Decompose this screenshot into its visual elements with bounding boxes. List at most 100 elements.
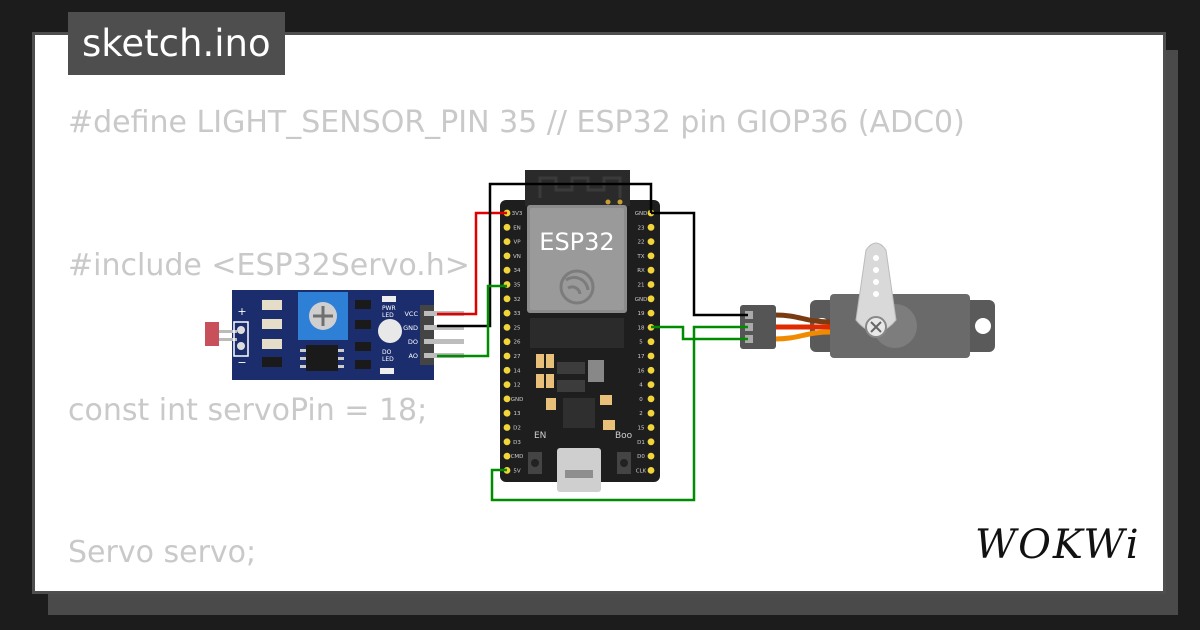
right-pin-5[interactable] — [647, 338, 655, 346]
sensor-plus-label: + — [237, 305, 246, 318]
right-pin-label: 16 — [638, 368, 645, 374]
right-pin-21[interactable] — [647, 281, 655, 288]
code-line-servo-pin: const int servoPin = 18; — [68, 393, 428, 428]
right-pin-label: 4 — [639, 383, 643, 389]
right-pin-label: 15 — [638, 426, 645, 432]
right-pin-d1[interactable] — [647, 438, 655, 446]
left-pin-26[interactable] — [503, 338, 511, 346]
left-pin-label: 34 — [514, 268, 521, 274]
left-pin-label: 3V3 — [512, 211, 523, 217]
left-pin-label: 32 — [514, 297, 521, 303]
left-pin-label: 33 — [514, 311, 521, 317]
left-pin-32[interactable] — [503, 295, 511, 303]
right-pin-label: 18 — [638, 325, 645, 331]
right-pin-0[interactable] — [647, 395, 655, 403]
right-pin-label: 19 — [638, 311, 645, 317]
right-pin-4[interactable] — [647, 381, 655, 388]
do-led — [378, 319, 402, 343]
left-pin-label: VN — [513, 254, 521, 260]
left-pin-gnd[interactable] — [503, 395, 511, 403]
right-pin-tx[interactable] — [647, 252, 655, 260]
left-pin-label: 12 — [514, 383, 521, 389]
wire-servo-signal — [651, 325, 748, 341]
right-pin-22[interactable] — [647, 238, 655, 246]
right-pin-label: 17 — [638, 354, 645, 360]
wire-vcc — [437, 211, 507, 316]
right-pin-label: D0 — [637, 454, 645, 460]
wire-gnd-sensor — [437, 182, 653, 328]
sensor-pin-label: DO — [408, 338, 418, 346]
left-pin-label: 13 — [514, 411, 521, 417]
sensor-minus-label: − — [237, 356, 246, 369]
en-label: EN — [534, 431, 546, 441]
left-pin-label: 14 — [514, 368, 521, 374]
esp32-label: ESP32 — [539, 228, 614, 256]
left-pin-cmd[interactable] — [503, 452, 511, 460]
left-pin-label: D2 — [513, 426, 521, 432]
left-pin-label: 25 — [514, 325, 521, 331]
right-pin-rx[interactable] — [647, 266, 655, 274]
left-pin-en[interactable] — [503, 223, 511, 231]
left-pin-27[interactable] — [503, 352, 511, 360]
left-pin-label: 26 — [514, 340, 521, 346]
right-pin-2[interactable] — [647, 409, 655, 417]
left-pin-14[interactable] — [503, 366, 511, 374]
left-pin-vp[interactable] — [503, 238, 511, 246]
photoresistor — [205, 322, 219, 346]
left-pin-label: GND — [511, 397, 524, 403]
left-pin-label: VP — [513, 240, 521, 246]
right-pin-label: RX — [637, 268, 645, 274]
left-pin-vn[interactable] — [503, 252, 511, 260]
sensor-pin-gnd[interactable] — [424, 325, 464, 330]
code-line-include: #include <ESP32Servo.h> — [68, 248, 470, 283]
sensor-pin-label: VCC — [404, 310, 418, 318]
comparator-chip — [306, 345, 338, 371]
right-pin-clk[interactable] — [647, 467, 655, 474]
esp32-board[interactable]: ESP32 EN Boo 3V3ENVPVN343532332526271412… — [500, 170, 660, 492]
left-pin-label: 35 — [514, 283, 521, 289]
wire-servo-vcc — [490, 325, 748, 502]
boot-label: Boo — [615, 431, 633, 441]
left-pin-label: D3 — [513, 440, 521, 446]
right-pin-label: 21 — [638, 283, 645, 289]
left-pin-13[interactable] — [503, 409, 511, 417]
servo-motor[interactable] — [740, 242, 995, 358]
right-pin-gnd[interactable] — [647, 295, 655, 303]
right-pin-label: GND — [635, 297, 648, 303]
left-pin-33[interactable] — [503, 309, 511, 317]
right-pin-label: 23 — [638, 225, 645, 231]
wires — [437, 182, 748, 502]
left-pin-25[interactable] — [503, 324, 511, 331]
servo-horn[interactable] — [855, 242, 897, 333]
file-tab[interactable]: sketch.ino — [68, 12, 285, 75]
left-pin-12[interactable] — [503, 381, 511, 388]
left-pin-d3[interactable] — [503, 438, 511, 446]
code-line-servo-decl: Servo servo; — [68, 535, 257, 570]
sensor-pin-do[interactable] — [424, 339, 464, 344]
right-pin-label: TX — [636, 254, 644, 260]
right-pin-label: 0 — [639, 397, 643, 403]
right-pin-16[interactable] — [647, 366, 655, 374]
right-pin-label: CLK — [636, 468, 647, 474]
right-pin-label: 2 — [639, 411, 643, 417]
right-pin-19[interactable] — [647, 309, 655, 317]
left-pin-34[interactable] — [503, 266, 511, 274]
wire-gnd-servo — [651, 211, 748, 317]
right-pin-23[interactable] — [647, 223, 655, 231]
right-pin-d0[interactable] — [647, 452, 655, 460]
left-pin-header: 3V3ENVPVN343532332526271412GND13D2D3CMD5… — [503, 209, 524, 474]
right-pin-label: GND — [635, 211, 648, 217]
wire-ao — [437, 284, 507, 358]
right-pin-17[interactable] — [647, 352, 655, 360]
left-pin-label: CMD — [511, 454, 524, 460]
left-pin-d2[interactable] — [503, 424, 511, 431]
right-pin-label: D1 — [637, 440, 645, 446]
right-pin-15[interactable] — [647, 424, 655, 431]
left-pin-label: EN — [513, 225, 521, 231]
code-line-define: #define LIGHT_SENSOR_PIN 35 // ESP32 pin… — [68, 105, 965, 140]
